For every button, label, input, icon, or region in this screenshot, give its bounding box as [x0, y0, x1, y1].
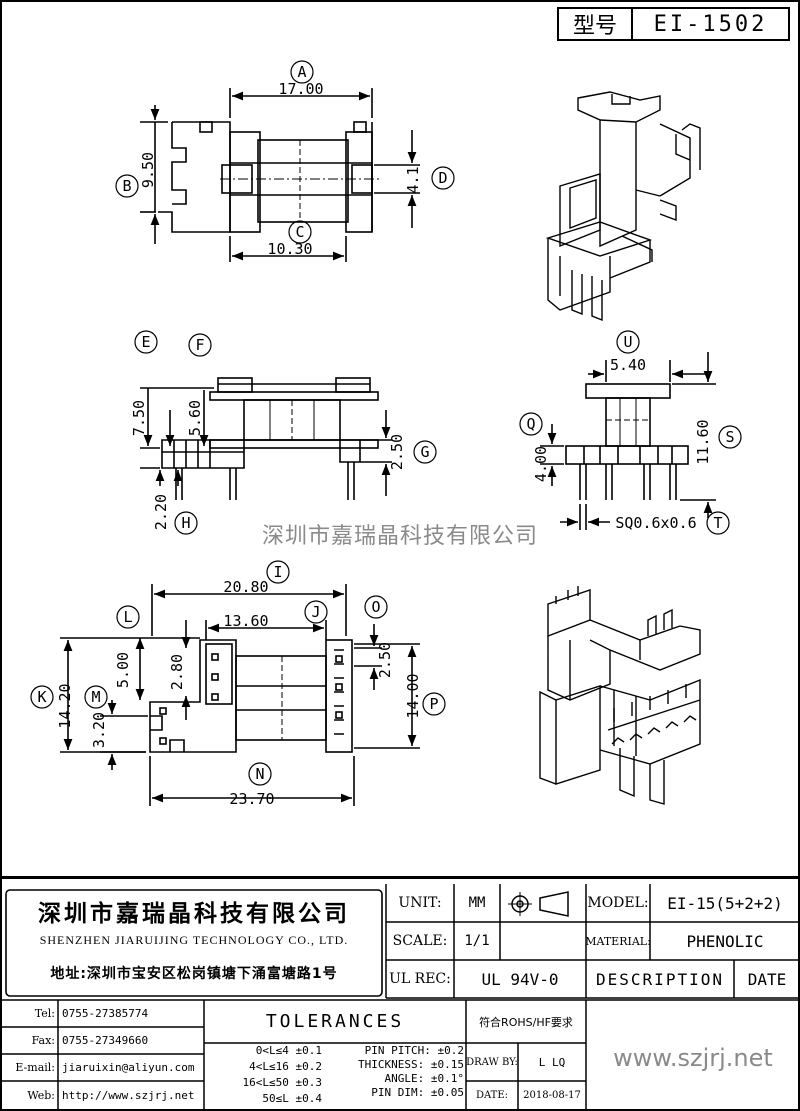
label-i: I: [273, 563, 282, 581]
label-b: B: [122, 177, 131, 195]
pin-dim-tolerance: PIN DIM: ±0.05: [371, 1086, 464, 1099]
label-u: U: [623, 333, 632, 351]
dim-b: 9.50: [139, 152, 157, 188]
dim-c: 10.30: [267, 240, 312, 258]
side-view: [161, 377, 379, 500]
rohs-note: 符合ROHS/HF要求: [479, 1015, 573, 1029]
fax-label: Fax:: [31, 1034, 55, 1047]
dim-u: 5.40: [610, 356, 646, 374]
label-o: O: [371, 598, 380, 616]
fax-value: 0755-27349660: [62, 1034, 149, 1047]
label-m: M: [91, 688, 100, 706]
dim-h: 2.20: [152, 494, 170, 530]
web-value[interactable]: http://www.szjrj.net: [62, 1089, 195, 1102]
tolerance-2: 4<L≤16 ±0.2: [249, 1060, 322, 1073]
email-value[interactable]: jiaruixin@aliyun.com: [62, 1061, 195, 1074]
dim-t: SQ0.6x0.6: [615, 514, 696, 532]
ul-rec-value: UL 94V-0: [481, 969, 559, 989]
pin-pitch-tolerance: PIN PITCH: ±0.2: [364, 1044, 464, 1057]
isometric-view-bottom: [539, 586, 701, 805]
tolerances-header: TOLERANCES: [265, 1011, 405, 1032]
tel-value: 0755-27385774: [62, 1007, 149, 1020]
label-t: T: [713, 514, 722, 532]
model-header-value: EI-1502: [653, 11, 768, 37]
label-k: K: [37, 688, 46, 706]
label-e: E: [141, 333, 150, 351]
date-header: DATE: [747, 969, 787, 989]
tolerance-4: 50≤L ±0.4: [262, 1092, 322, 1105]
technical-drawing: A 17.00 B 9.50 C 10.30 D 4.1 E 7.50 F 5.…: [0, 0, 800, 878]
dim-m: 3.20: [90, 712, 108, 748]
model-value: EI-15(5+2+2): [667, 893, 783, 913]
dim-l2: 2.80: [168, 654, 186, 690]
model-header-label: 型号: [559, 9, 633, 39]
title-block-grid: [0, 878, 800, 1111]
website-watermark: www.szjrj.net: [613, 1044, 773, 1072]
material-label: MATERIAL:: [585, 934, 651, 948]
label-c: C: [295, 223, 304, 241]
date-label: DATE:: [475, 1090, 509, 1101]
title-block: 深圳市嘉瑞晶科技有限公司 SHENZHEN JIARUIJING TECHNOL…: [0, 878, 800, 1111]
dim-g: 2.50: [388, 434, 406, 470]
bottom-view: [149, 639, 353, 753]
email-label: E-mail:: [15, 1061, 55, 1074]
label-q: Q: [526, 415, 535, 433]
date-value: 2018-08-17: [523, 1090, 581, 1101]
isometric-view-top: [545, 91, 701, 322]
scale-label: SCALE:: [392, 933, 448, 949]
tolerance-1: 0<L≤4 ±0.1: [255, 1044, 322, 1057]
dim-j: 13.60: [223, 612, 268, 630]
label-h: H: [181, 514, 190, 532]
label-l: L: [123, 608, 132, 626]
dim-n: 23.70: [229, 790, 274, 808]
dim-q: 4.00: [532, 446, 550, 482]
end-view: [565, 383, 689, 500]
dim-o: 2.50: [376, 642, 394, 678]
dim-d: 4.1: [404, 166, 422, 193]
scale-value: 1/1: [464, 933, 490, 949]
description-header: DESCRIPTION: [596, 969, 724, 989]
label-a: A: [297, 63, 306, 81]
label-d: D: [438, 169, 447, 187]
label-j: J: [311, 603, 320, 621]
material-value: PHENOLIC: [686, 931, 764, 951]
dim-p: 14.00: [404, 673, 422, 718]
watermark: 深圳市嘉瑞晶科技有限公司: [261, 524, 538, 549]
angle-tolerance: ANGLE: ±0.1°: [384, 1072, 464, 1085]
label-f: F: [195, 336, 204, 354]
dim-a: 17.00: [278, 80, 323, 98]
label-p: P: [429, 695, 438, 713]
web-label: Web:: [27, 1089, 55, 1102]
dim-s: 11.60: [694, 419, 712, 464]
dim-e: 7.50: [130, 400, 148, 436]
thickness-tolerance: THICKNESS: ±0.15: [358, 1058, 464, 1071]
unit-value: MM: [468, 895, 486, 911]
label-n: N: [255, 765, 264, 783]
company-address: 地址:深圳市宝安区松岗镇塘下涌富塘路1号: [50, 966, 338, 982]
dim-k: 14.20: [56, 683, 74, 728]
label-g: G: [420, 443, 429, 461]
draw-by-label: DRAW BY:: [466, 1056, 518, 1068]
ul-rec-label: UL REC:: [389, 971, 451, 987]
company-name-cn: 深圳市嘉瑞晶科技有限公司: [38, 901, 350, 927]
company-name-en: SHENZHEN JIARUIJING TECHNOLOGY CO., LTD.: [39, 932, 349, 947]
draw-by-value: L LQ: [538, 1055, 566, 1069]
dim-i: 20.80: [223, 578, 268, 596]
model-label: MODEL:: [587, 895, 649, 911]
dim-l: 5.00: [114, 652, 132, 688]
tel-label: Tel:: [34, 1007, 55, 1020]
unit-label: UNIT:: [398, 895, 442, 911]
tolerance-3: 16<L≤50 ±0.3: [242, 1076, 322, 1089]
label-s: S: [725, 428, 734, 446]
model-header: 型号 EI-1502: [557, 7, 790, 41]
dim-f: 5.60: [186, 400, 204, 436]
top-view: [158, 121, 380, 233]
